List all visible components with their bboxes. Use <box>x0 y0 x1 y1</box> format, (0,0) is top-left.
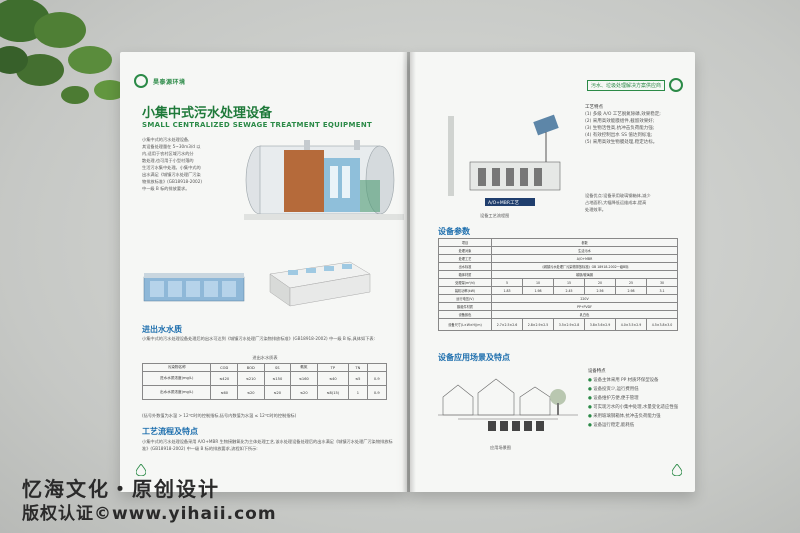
water-drop-icon <box>672 464 682 476</box>
water-quality-table: 污染物名称 COD BOD SS 氨氮 TP TN 进水水质浓度(mg/L) ≤… <box>141 363 388 400</box>
section-process-text: 小集中式的污水处理设备采用 A/O+MBR 生物接触氧化为主体处理工艺,该水处理… <box>142 439 393 451</box>
list-item: ● 可实现污水的小集中处理,水量变化适应性强 <box>588 405 679 410</box>
app-caption: 应用场景图 <box>490 445 511 450</box>
application-scene-image <box>438 378 578 431</box>
section-inflow-quality: 进出水水质 <box>142 325 182 334</box>
process-points: 工艺特点 (1) 多级 A/O 工艺脱氮除磷,效果稳定; (2) 采用高效能膜组… <box>585 105 661 145</box>
table-row: 进水水质浓度(mg/L) ≤420 ≤210 ≤150 ≤160 ≤40 ≤5 … <box>141 371 388 386</box>
equipment-blue-image <box>143 273 245 302</box>
table-row: 处理对象生活污水 <box>438 246 678 255</box>
water-drop-icon <box>136 464 146 476</box>
watermark-title: 忆海文化・原创设计 <box>22 477 220 501</box>
leaf-logo-icon <box>669 78 683 92</box>
plant-decoration <box>0 0 126 104</box>
table-header-row: 污染物名称 COD BOD SS 氨氮 TP TN <box>141 363 388 372</box>
diagram-label: A/O+MBR工艺 <box>488 201 520 206</box>
page-header: 污水、垃圾处理解决方案供应商 <box>586 78 683 92</box>
brand-name: 昊泰源环境 <box>153 78 186 86</box>
table-caption: 进出水水质表 <box>252 355 278 360</box>
list-item: ● 设备投资少,运行费用低 <box>588 387 639 392</box>
book-spine <box>402 52 416 492</box>
right-page: 污水、垃圾处理解决方案供应商 A/O+MBR工艺 设备工艺流程图 工艺特点 (1… <box>410 52 695 492</box>
equipment-white-image <box>269 261 371 307</box>
list-item: ● 设备主体采用 PP 材质环保型设备 <box>588 378 659 383</box>
features-list: 设备特点 ● 设备主体采用 PP 材质环保型设备 ● 设备投资少,运行费用低 ●… <box>588 367 688 430</box>
section-parameters: 设备参数 <box>438 227 470 236</box>
process-diagram <box>448 114 561 206</box>
leaf-logo-icon <box>134 74 148 88</box>
table-row: 设备颜色乳白色 <box>438 310 678 319</box>
table-row: 运行电压(V)220V <box>438 294 678 303</box>
disinfect-text: 设备优点:设备采用玻璃钢箱体,减少 占地面积,大幅降低运维成本,提高 处理效率。 <box>585 193 651 212</box>
brochure: 昊泰源环境 小集中式污水处理设备 SMALL CENTRALIZED SEWAG… <box>120 52 695 492</box>
intro-text: 小集中式的污水处理设备, 其设备处理量在 5~30m3/d 以 内,适用于农村区… <box>142 137 202 191</box>
page-title: 小集中式污水处理设备 <box>142 106 273 121</box>
table-row: 箱体材质碳钢/玻璃钢 <box>438 270 678 279</box>
section-inflow-text: 小集中式的污水处理设备处理后的出水可达到《城镇污水处理厂污染物排放标准》(GB1… <box>142 336 375 341</box>
section-application: 设备应用场景及特点 <box>438 353 510 362</box>
table-row: 出水标准《城镇污水处理厂污染物排放标准》GB 18918-2002一级B标 <box>438 262 678 271</box>
list-item: ● 设备维护方便,便于管理 <box>588 396 639 401</box>
tank-cutaway-image <box>244 140 404 220</box>
table-note: (括号外数值为水温 > 12℃时的控制指标,括号内数值为水温 ≤ 12℃时的控制… <box>142 413 297 418</box>
table-row: 出水水质浓度(mg/L) ≤60 ≤20 ≤20 ≤20 ≤8(15) 1 0-… <box>141 385 388 400</box>
header-tag: 污水、垃圾处理解决方案供应商 <box>586 79 665 91</box>
diagram-caption: 设备工艺流程图 <box>480 213 510 218</box>
section-process: 工艺流程及特点 <box>142 427 198 436</box>
list-item: ● 采用玻璃钢箱体,抗冲击负荷能力强 <box>588 414 661 419</box>
page-subtitle: SMALL CENTRALIZED SEWAGE TREATMENT EQUIP… <box>142 121 373 129</box>
watermark-copyright: 版权认证©www.yihaii.com <box>22 504 277 524</box>
list-item: ● 设备运行稳定,能耗低 <box>588 423 635 428</box>
table-header-row: 项目参数 <box>438 238 678 247</box>
left-page: 昊泰源环境 小集中式污水处理设备 SMALL CENTRALIZED SEWAG… <box>120 52 407 492</box>
brand-logo: 昊泰源环境 <box>134 74 186 88</box>
